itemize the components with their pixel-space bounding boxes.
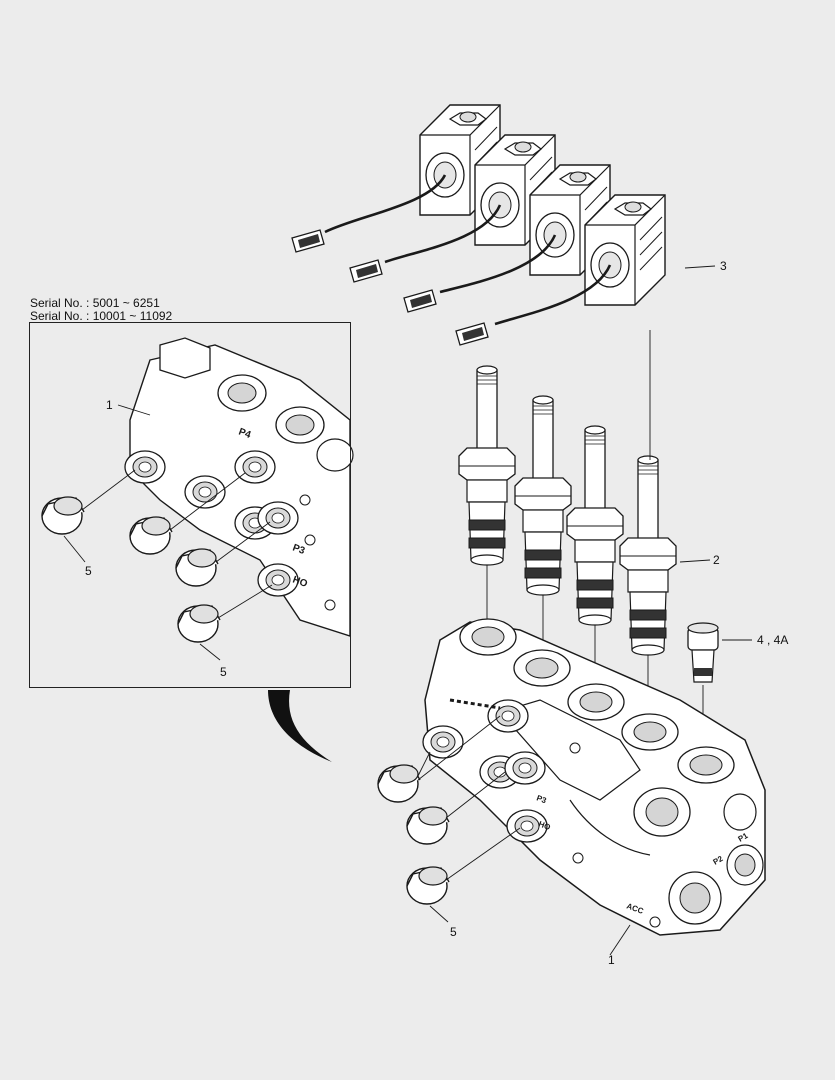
callout-item-3: 3 — [720, 259, 727, 273]
port-label-p4: P4 — [237, 426, 253, 441]
transition-arrow — [268, 690, 332, 762]
port-label-ho: HO — [291, 574, 309, 590]
port-label-p3: P3 — [291, 542, 307, 557]
cartridge-valves — [458, 365, 677, 656]
inset-leader-lines — [63, 404, 273, 661]
main-leader-lines — [417, 265, 752, 956]
serial-range-2: Serial No. : 10001 ~ 11092 — [30, 309, 173, 323]
callout-item-5-main: 5 — [450, 925, 457, 939]
inset-port-labels: P4 P3 HO — [237, 426, 309, 590]
callout-item-5-inset-b: 5 — [220, 665, 227, 679]
callout-item-1-main: 1 — [608, 953, 615, 967]
callout-item-4: 4 , 4A — [757, 633, 789, 647]
main-manifold — [422, 618, 766, 936]
callout-item-1-inset: 1 — [106, 398, 113, 412]
port-label-p2: P2 — [712, 854, 725, 867]
port-label-ho-main: HO — [537, 819, 551, 832]
port-label-p3-main: P3 — [535, 793, 548, 805]
inset-frame — [29, 322, 351, 688]
solenoid-coils — [419, 104, 666, 306]
port-label-p1: P1 — [737, 831, 750, 844]
plug-valve-4 — [687, 622, 719, 683]
callout-item-2: 2 — [713, 553, 720, 567]
coil-wires — [324, 174, 612, 326]
callout-item-5-inset-a: 5 — [85, 564, 92, 578]
serial-range-1: Serial No. : 5001 ~ 6251 — [30, 296, 160, 310]
inset-manifold — [124, 337, 354, 637]
main-plugs — [377, 764, 450, 905]
